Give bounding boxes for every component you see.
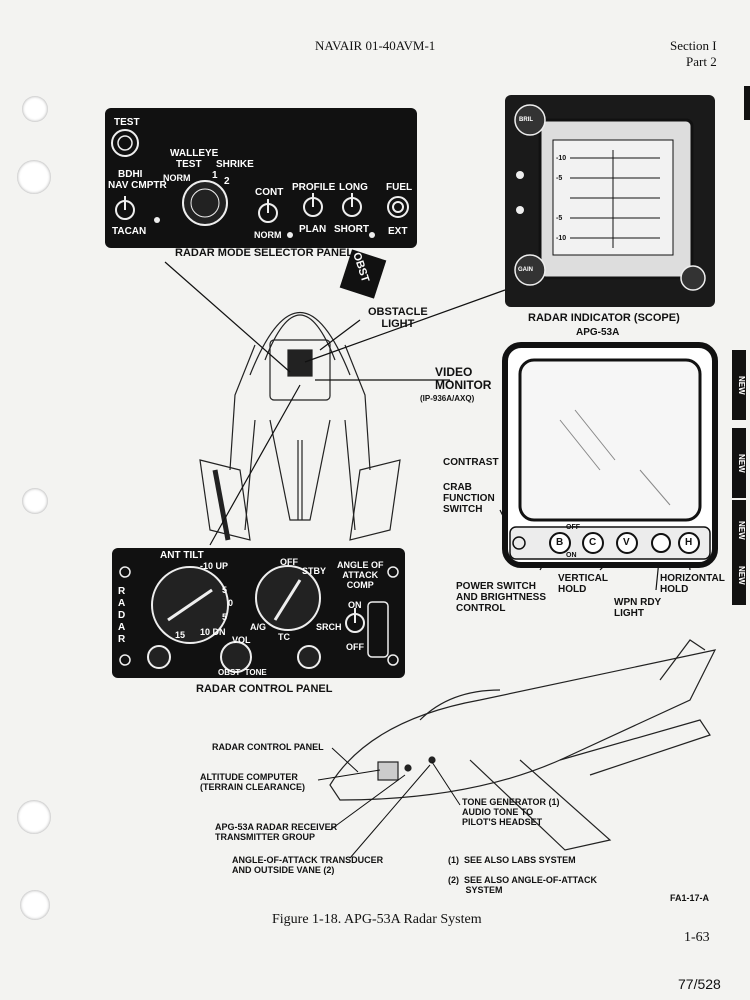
section-edge-tab (744, 86, 750, 120)
mode-navcmptr-label: NAV CMPTR (108, 180, 167, 191)
button-v[interactable]: V (623, 537, 630, 548)
ant-tilt-label: ANT TILT (160, 550, 204, 561)
video-monitor-title: VIDEO MONITOR (435, 365, 492, 392)
ac-label-aoa-transducer: ANGLE-OF-ATTACK TRANSDUCER AND OUTSIDE V… (232, 855, 384, 875)
mode-profile-label: PROFILE (292, 182, 336, 193)
mode-off-label: OFF (280, 557, 298, 567)
mode-norm-label: NORM (163, 173, 191, 183)
ac-label-altitude-computer: ALTITUDE COMPUTER (TERRAIN CLEARANCE) (200, 772, 305, 792)
doc-number: NAVAIR 01-40AVM-1 (315, 38, 436, 53)
horizontal-hold-label: HORIZONTAL HOLD (660, 573, 725, 595)
figure-id: FA1-17-A (670, 893, 710, 903)
note-2: (2) SEE ALSO ANGLE-OF-ATTACK SYSTEM (448, 875, 597, 895)
mode-walleye-label: WALLEYE (170, 148, 219, 159)
mode-test2-label: TEST (176, 159, 202, 170)
mode-test-label: TEST (114, 117, 140, 128)
punch-hole (22, 488, 48, 514)
part-label: Part 2 (686, 54, 717, 69)
punch-hole (17, 160, 51, 194)
mode-n2-label: 2 (224, 176, 230, 187)
video-on-label: ON (566, 552, 577, 559)
punch-hole (22, 96, 48, 122)
radar-scope (505, 95, 715, 307)
mode-long-label: LONG (339, 182, 368, 193)
tilt-15-label: 15 (175, 630, 186, 640)
mode-short-label: SHORT (334, 224, 369, 235)
obstacle-light-label: OBSTACLE LIGHT (368, 306, 428, 330)
mode-stby-label: STBY (302, 566, 327, 576)
video-off-label: OFF (566, 524, 580, 531)
mode-panel-caption: RADAR MODE SELECTOR PANEL (175, 247, 354, 259)
ac-label-control-panel: RADAR CONTROL PANEL (212, 742, 324, 752)
mode-ext-label: EXT (388, 226, 408, 237)
scope-tick-1: -10 (556, 155, 567, 162)
scan-page-counter: 77/528 (678, 976, 721, 992)
scope-caption: RADAR INDICATOR (SCOPE) (528, 312, 680, 324)
radar-control-panel (112, 548, 405, 678)
crab-switch-label: CRAB FUNCTION SWITCH (443, 482, 495, 515)
mode-cont-label: CONT (255, 187, 284, 198)
tilt-up5-label: 5 (222, 585, 228, 595)
radar-mode-selector-panel (105, 108, 417, 248)
aircraft-leaders (317, 747, 461, 859)
punch-hole (17, 800, 51, 834)
mode-fuel-label: FUEL (386, 182, 413, 193)
mode-tacan-label: TACAN (112, 226, 147, 237)
wpn-rdy-label: WPN RDY LIGHT (614, 597, 662, 619)
obst-badge (339, 249, 387, 299)
mode-n1-label: 1 (212, 170, 218, 181)
page-number: 1-63 (684, 930, 710, 945)
aoa-comp-label: ANGLE OF ATTACK COMP (337, 560, 384, 590)
mode-shrike-label: SHRIKE (216, 159, 254, 170)
control-side-label: R A D A R (118, 586, 126, 645)
button-c[interactable]: C (589, 537, 597, 548)
scope-bril-label: BRIL (519, 117, 533, 123)
vertical-hold-label: VERTICAL HOLD (558, 573, 608, 595)
note-1: (1) SEE ALSO LABS SYSTEM (448, 855, 576, 865)
scope-model: APG-53A (576, 327, 620, 338)
mode-plan-label: PLAN (299, 224, 327, 235)
scope-gain-label: GAIN (518, 267, 533, 273)
mode-srch-label: SRCH (316, 622, 342, 632)
tilt-zero-label: 0 (228, 598, 234, 608)
video-monitor (502, 342, 718, 568)
new-tab-1: NEW (732, 350, 746, 420)
power-switch-label: POWER SWITCH AND BRIGHTNESS CONTROL (456, 581, 547, 614)
mode-ag-label: A/G (250, 622, 267, 632)
scope-tick-4: -10 (556, 235, 567, 242)
tilt-dn5-label: 5 (222, 612, 228, 622)
control-panel-caption: RADAR CONTROL PANEL (196, 683, 333, 695)
tilt-up10-label: -10 UP (200, 561, 229, 571)
section-label: Section I (670, 38, 717, 53)
mode-norm2-label: NORM (254, 230, 282, 240)
scope-tick-3: -5 (556, 215, 563, 222)
tilt-dn10-label: 10 DN (200, 627, 226, 637)
punch-hole (20, 890, 50, 920)
button-h[interactable]: H (685, 537, 693, 548)
aircraft-drawing (329, 639, 717, 851)
figure-caption: Figure 1-18. APG-53A Radar System (272, 912, 482, 927)
mode-tc-label: TC (278, 632, 290, 642)
mode-bdhi-label: BDHI (118, 169, 143, 180)
contrast-label: CONTRAST (443, 457, 499, 468)
obst-tone-label: OBST TONE (218, 668, 267, 677)
scope-tick-2: -5 (556, 175, 563, 182)
button-b[interactable]: B (556, 537, 564, 548)
video-monitor-model: (IP-936A/AXQ) (420, 394, 475, 403)
cockpit-drawing (199, 312, 401, 541)
tone-generator-label: TONE GENERATOR (1) AUDIO TONE TO PILOT'S… (462, 797, 560, 827)
ac-label-receiver-transmitter: APG-53A RADAR RECEIVER TRANSMITTER GROUP (215, 822, 338, 842)
vol-label: VOL (232, 635, 251, 645)
new-tab-2: NEW (732, 428, 746, 498)
aoa-on-label: ON (348, 600, 362, 610)
aoa-off-label: OFF (346, 642, 364, 652)
new-tab-4: NEW (732, 545, 746, 605)
